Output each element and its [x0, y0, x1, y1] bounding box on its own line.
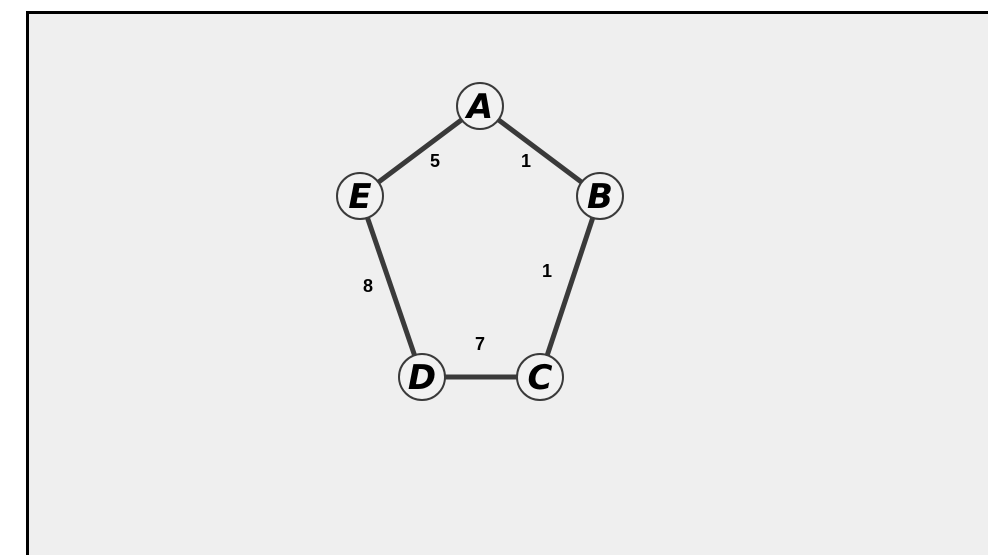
edge-e-a	[358, 104, 482, 198]
node-label-b: B	[587, 177, 613, 217]
node-a: A	[456, 82, 504, 130]
node-b: B	[576, 172, 624, 220]
node-label-c: C	[528, 358, 553, 398]
node-circle-a	[456, 82, 504, 130]
nodes-layer: A B C D E	[336, 82, 624, 401]
node-circle-e	[336, 172, 384, 220]
node-circle-c	[516, 353, 564, 401]
node-circle-d	[398, 353, 446, 401]
edge-weight-e-a: 5	[430, 151, 440, 171]
node-label-d: D	[408, 358, 436, 398]
edge-weight-d-e: 8	[363, 276, 373, 296]
node-circle-b	[576, 172, 624, 220]
node-d: D	[398, 353, 446, 401]
node-label-a: A	[464, 87, 493, 127]
edge-b-c	[537, 195, 603, 378]
edge-weights-layer: 1 1 7 8 5	[363, 151, 552, 354]
edge-weight-b-c: 1	[542, 261, 552, 281]
graph-canvas: 1 1 7 8 5 A B C D E	[26, 11, 988, 555]
node-e: E	[336, 172, 384, 220]
edge-weight-c-d: 7	[475, 334, 485, 354]
edge-d-e	[357, 195, 425, 378]
edge-a-b	[478, 104, 602, 198]
edge-weight-a-b: 1	[521, 151, 531, 171]
graph-diagram: 1 1 7 8 5 A B C D E	[336, 82, 624, 401]
node-label-e: E	[348, 177, 371, 217]
node-c: C	[516, 353, 564, 401]
